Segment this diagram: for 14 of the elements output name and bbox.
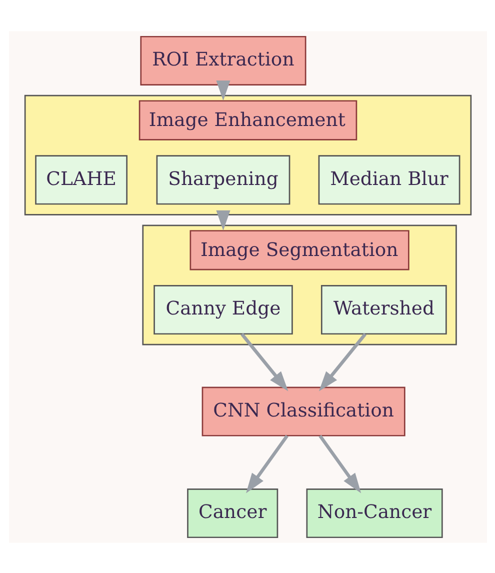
arrow (240, 332, 288, 391)
node-box: Sharpening (156, 154, 290, 204)
arrow (318, 434, 361, 493)
arrow (216, 80, 230, 100)
arrow (318, 332, 366, 391)
arrow (246, 434, 288, 493)
arrow (216, 210, 230, 230)
node-box: Canny Edge (153, 284, 292, 334)
node-box: Watershed (320, 284, 446, 334)
node-box: Non-Cancer (306, 488, 442, 538)
node-box: Median Blur (318, 154, 460, 204)
node-box: Cancer (186, 488, 278, 538)
node-box: CNN Classification (201, 386, 405, 436)
node-box: CLAHE (34, 154, 127, 204)
